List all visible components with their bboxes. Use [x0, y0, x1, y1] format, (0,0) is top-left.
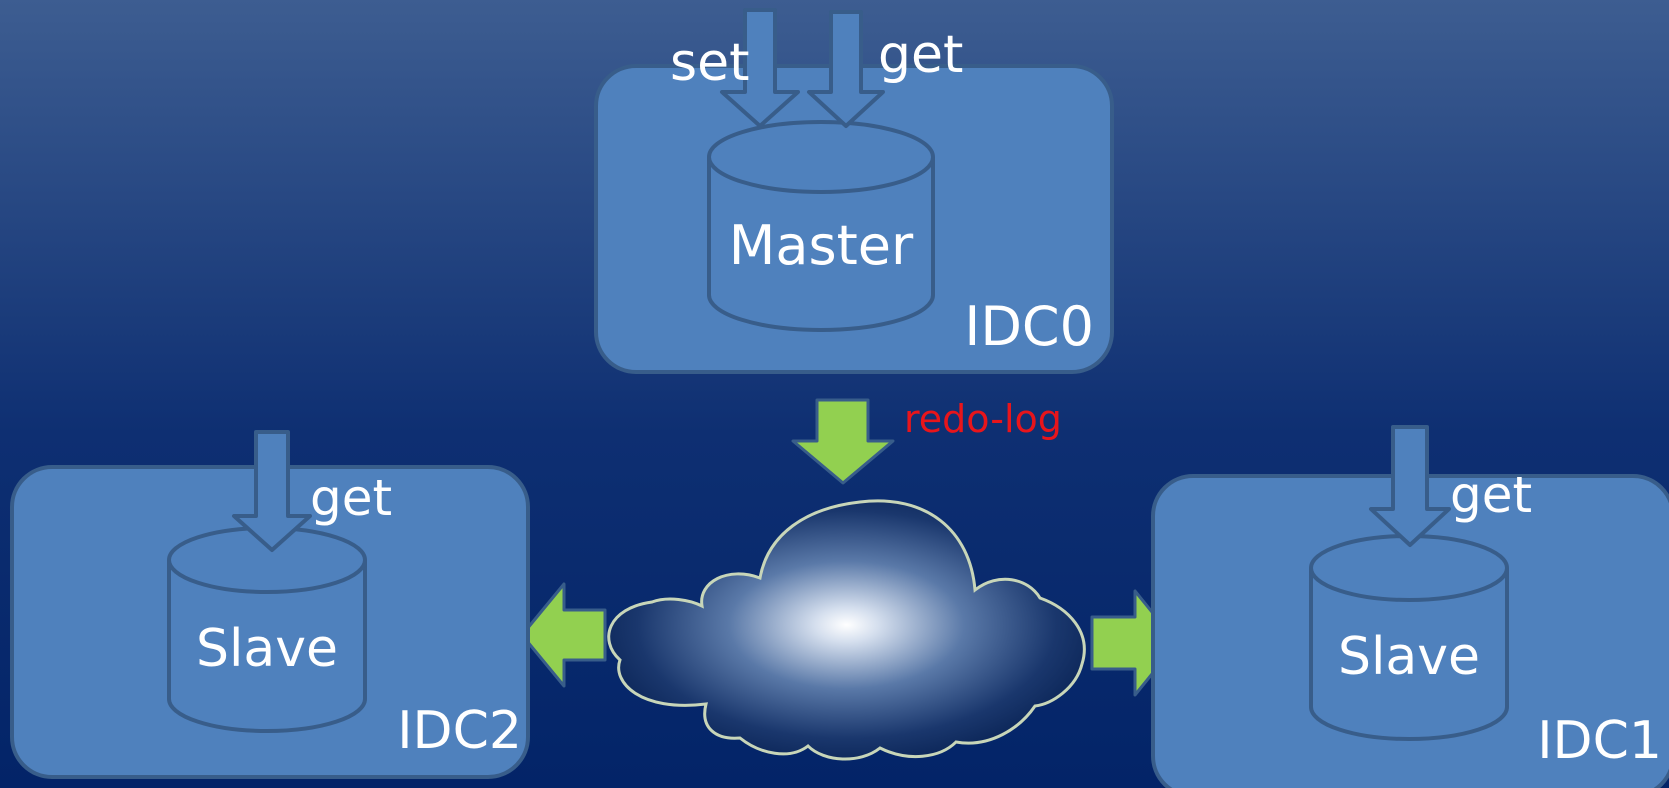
redo-log-label: redo-log [904, 397, 1062, 441]
left-get-label: get [310, 469, 392, 527]
right-get-arrow [1369, 425, 1451, 547]
idc1-label: IDC1 [1537, 711, 1662, 771]
left-slave-database [167, 526, 367, 733]
master-get-label: get [878, 25, 963, 85]
master-database [707, 120, 935, 332]
get-arrow [807, 10, 885, 128]
set-arrow [720, 8, 800, 128]
idc0-group: set get Master IDC0 [594, 8, 1114, 374]
idc2-group: get Slave IDC2 [10, 430, 530, 779]
idc1-group: get Slave IDC1 [1151, 425, 1669, 788]
redo-log-arrow [791, 398, 895, 485]
right-slave-database [1309, 534, 1509, 741]
set-label: set [670, 33, 749, 93]
right-get-label: get [1450, 466, 1532, 524]
master-label: Master [729, 214, 914, 277]
right-slave-label: Slave [1338, 627, 1480, 687]
left-replication-arrow [520, 582, 607, 688]
left-get-arrow [232, 430, 312, 552]
idc0-label: IDC0 [964, 295, 1094, 358]
left-slave-label: Slave [196, 619, 338, 679]
network-cloud [607, 499, 1086, 761]
idc2-label: IDC2 [397, 701, 522, 761]
